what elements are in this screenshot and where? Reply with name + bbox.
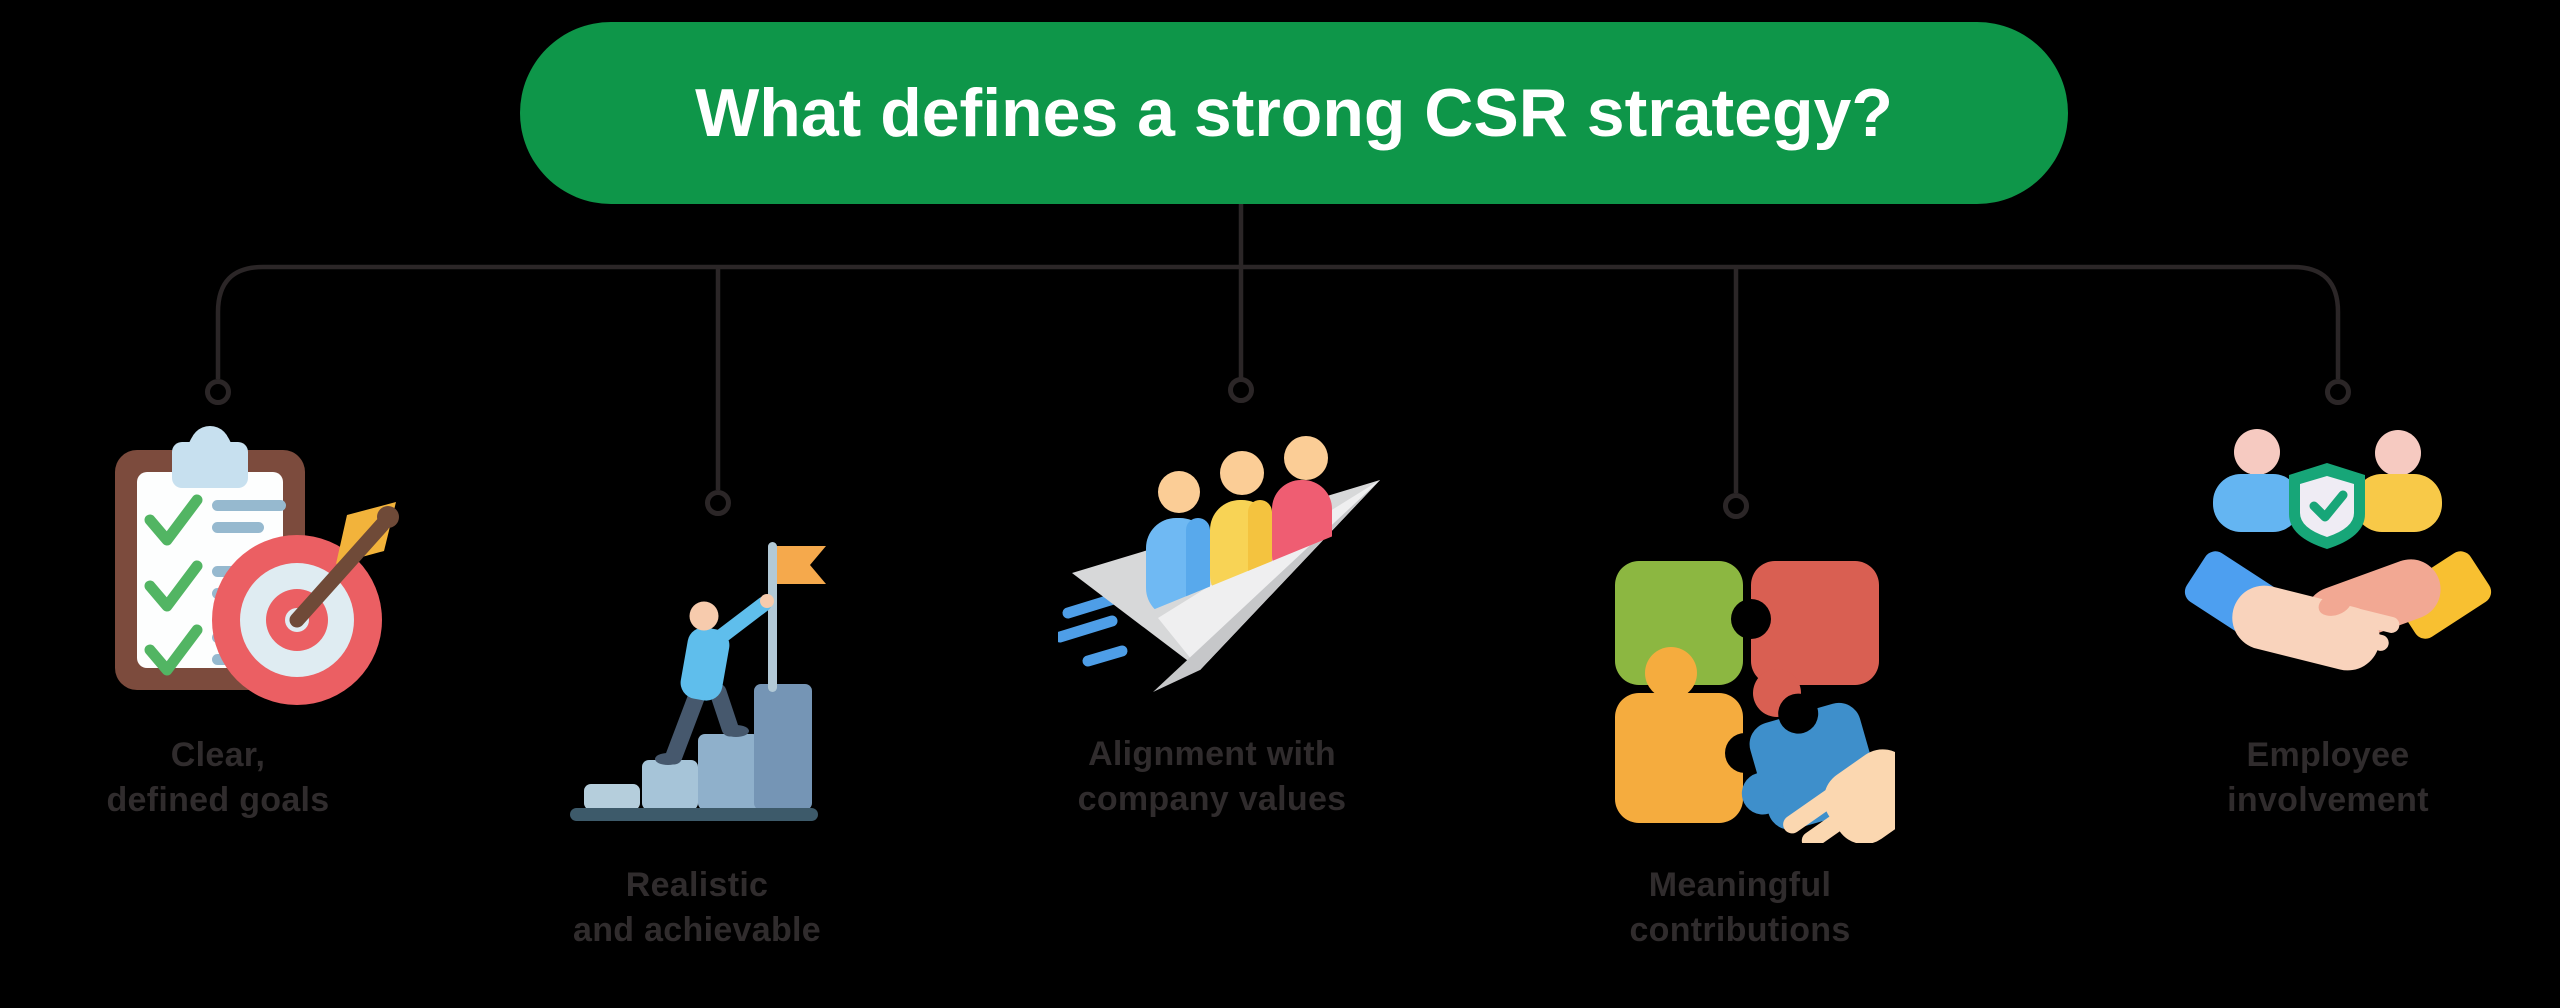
- branch-3-ring: [1228, 377, 1254, 403]
- branch-label-employee-involvement: Employee involvement: [2128, 733, 2528, 823]
- climbing-person: [655, 594, 774, 765]
- target-with-arrow: [212, 502, 399, 705]
- puzzle-grid: [1615, 561, 1879, 823]
- label-line: contributions: [1629, 911, 1851, 949]
- branch-1-ring: [205, 379, 231, 405]
- paper-plane-team-icon: [1058, 436, 1380, 692]
- horizontal-line: [215, 264, 2341, 379]
- puzzle-pieces-hand-icon: [1615, 561, 1895, 843]
- steps: [570, 684, 818, 821]
- team-shield-handshake-icon: [2184, 429, 2492, 671]
- hand: [1783, 749, 1895, 843]
- branch-label-clear-defined-goals: Clear, defined goals: [18, 733, 418, 823]
- shield-check: [2289, 463, 2365, 549]
- label-line: involvement: [2227, 781, 2429, 819]
- speed-lines: [1058, 591, 1128, 667]
- branch-4-ring: [1723, 493, 1749, 519]
- person-climbing-steps-flag-icon: [570, 542, 826, 821]
- two-people: [2213, 429, 2442, 532]
- branch-label-meaningful-contributions: Meaningful contributions: [1540, 863, 1940, 953]
- label-line: defined goals: [106, 781, 330, 819]
- branch-label-alignment-company-values: Alignment with company values: [1012, 732, 1412, 822]
- flag: [768, 542, 826, 692]
- label-line: Employee: [2246, 736, 2410, 774]
- label-line: Meaningful: [1648, 866, 1832, 904]
- branch-2-ring: [705, 490, 731, 516]
- branch-5-ring: [2325, 379, 2351, 405]
- label-line: company values: [1077, 780, 1347, 818]
- branch-label-realistic-achievable: Realistic and achievable: [497, 863, 897, 953]
- title-pill: What defines a strong CSR strategy?: [520, 22, 2068, 204]
- label-line: Clear,: [170, 736, 266, 774]
- clipboard-checklist-target-icon: [115, 426, 399, 705]
- label-line: Alignment with: [1088, 735, 1336, 773]
- handshake: [2184, 551, 2492, 671]
- team-heads: [1158, 436, 1328, 513]
- label-line: and achievable: [573, 911, 821, 949]
- page-title: What defines a strong CSR strategy?: [695, 75, 1893, 151]
- label-line: Realistic: [625, 866, 769, 904]
